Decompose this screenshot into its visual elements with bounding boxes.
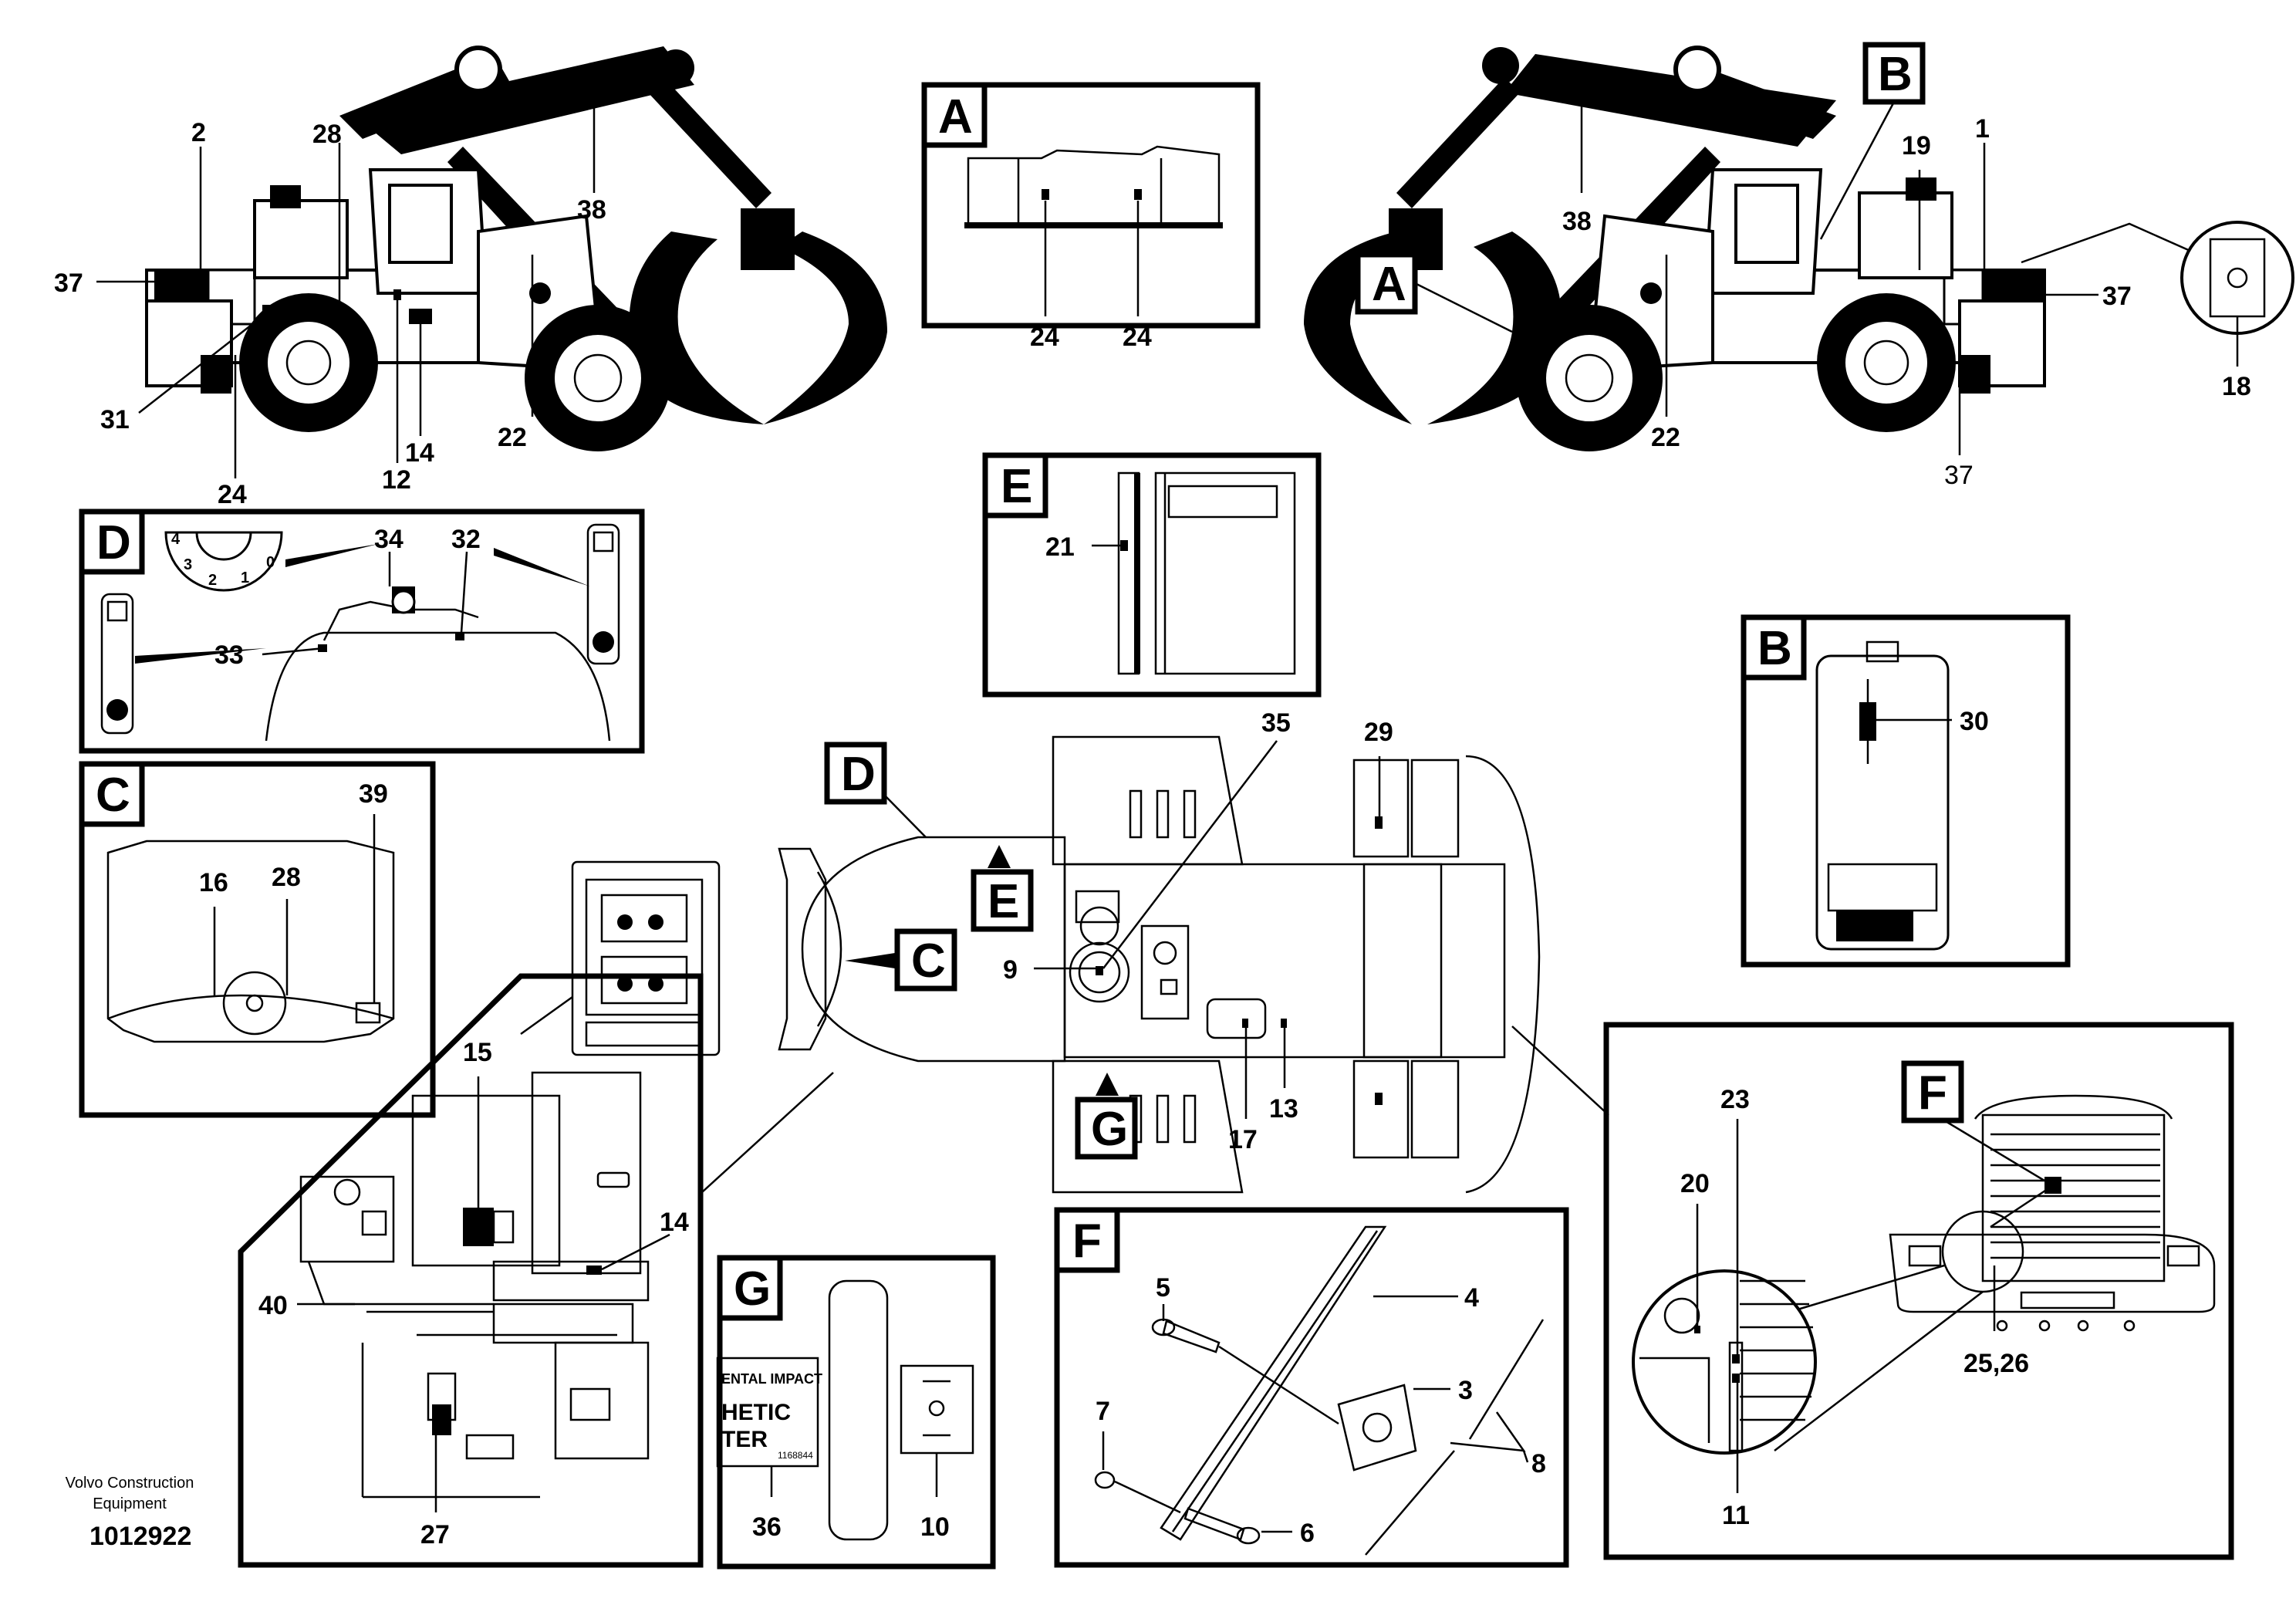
detail-b-marker: B [1878, 48, 1913, 101]
cab-step-detail-panel: 15 14 40 27 [238, 973, 704, 1568]
callout-6: 6 [1300, 1519, 1315, 1548]
callout-37-plain: 37 [1944, 461, 1974, 490]
cab-decal-thumbnail [571, 860, 721, 1056]
callout-31: 31 [100, 405, 130, 434]
callout-36: 36 [752, 1512, 782, 1542]
callout-9: 9 [1003, 955, 1018, 985]
callout-33: 33 [214, 640, 244, 670]
company-name-line-1: Volvo Construction [66, 1475, 194, 1492]
right-machine-callouts: 38 19 1 37 22 37 B A 18 [1355, 42, 2294, 490]
callout-25-26: 25,26 [1963, 1349, 2029, 1378]
callout-32: 32 [451, 525, 481, 554]
callout-29: 29 [1364, 718, 1393, 747]
callout-20: 20 [1680, 1169, 1710, 1198]
callout-12: 12 [382, 465, 411, 495]
detail-g-letter: G [734, 1262, 771, 1316]
callout-35: 35 [1261, 708, 1291, 738]
callout-24: 24 [1030, 323, 1059, 352]
callout-38: 38 [1562, 207, 1592, 236]
callout-24: 24 [1123, 323, 1152, 352]
detail-b-letter: B [1757, 622, 1792, 675]
left-machine-callouts: 2 28 38 37 31 24 12 14 22 [54, 77, 606, 509]
detail-a-letter: A [938, 90, 973, 144]
callout-23: 23 [1720, 1085, 1750, 1114]
document-number: 1012922 [89, 1522, 191, 1551]
callout-24: 24 [218, 480, 247, 509]
callout-1: 1 [1975, 114, 1990, 144]
callout-14: 14 [405, 438, 434, 468]
callout-38: 38 [577, 195, 606, 225]
callout-28: 28 [312, 120, 342, 149]
detail-f-letter: F [1072, 1215, 1102, 1268]
detail-f-panel: F 5 4 3 7 6 8 [1054, 1207, 1569, 1568]
detail-d-marker: D [841, 748, 876, 801]
detail-c-panel: C 16 28 39 [79, 761, 436, 1118]
callout-11: 11 [1722, 1501, 1750, 1530]
callout-22: 22 [1651, 423, 1680, 452]
callout-3: 3 [1458, 1376, 1473, 1405]
detail-g-marker: G [1091, 1103, 1128, 1156]
detail-e-panel: E 21 [982, 452, 1322, 698]
callout-19: 19 [1902, 131, 1931, 161]
callout-17: 17 [1228, 1125, 1258, 1154]
dial-label-0: 0 [266, 554, 275, 571]
decal-part-number: 1168844 [778, 1450, 813, 1461]
decal-text-line-2: HETIC [721, 1400, 791, 1425]
detail-f-marker: F [1918, 1066, 1947, 1120]
callout-14: 14 [660, 1208, 689, 1237]
detail-b-panel: B 30 [1741, 614, 2071, 968]
dial-label-1: 1 [241, 569, 249, 586]
detail-a-marker: A [1372, 258, 1406, 311]
detail-c-marker: C [911, 934, 946, 988]
callout-30: 30 [1960, 707, 1989, 736]
callout-18: 18 [2222, 372, 2251, 401]
detail-g-panel: G ENTAL IMPACT HETIC TER 1168844 36 10 [716, 1255, 996, 1570]
callout-10: 10 [920, 1512, 950, 1542]
callout-39: 39 [359, 779, 388, 809]
detail-d-letter: D [96, 516, 131, 569]
callout-21: 21 [1045, 532, 1075, 562]
callout-15: 15 [463, 1038, 492, 1067]
dial-label-3: 3 [184, 556, 192, 573]
callout-5: 5 [1156, 1273, 1170, 1303]
rear-detail-panel: F 23 20 11 25,26 [1603, 1022, 2234, 1560]
callout-40: 40 [258, 1291, 288, 1320]
machine-right-side-view [1304, 46, 2046, 451]
callout-4: 4 [1464, 1283, 1479, 1313]
dial-label-2: 2 [208, 572, 217, 589]
callout-8: 8 [1531, 1449, 1546, 1478]
detail-c-letter: C [96, 769, 130, 822]
company-name-line-2: Equipment [93, 1495, 167, 1512]
machine-left-side-view [145, 46, 887, 451]
callout-37: 37 [2102, 282, 2132, 311]
callout-7: 7 [1096, 1397, 1110, 1426]
dial-label-4: 4 [171, 531, 181, 548]
callout-28: 28 [272, 863, 301, 892]
callout-13: 13 [1269, 1094, 1298, 1124]
detail-e-marker: E [988, 875, 1019, 928]
detail-e-letter: E [1001, 460, 1032, 513]
callout-16: 16 [199, 868, 228, 897]
callout-37: 37 [54, 269, 83, 298]
decal-text-line-3: TER [721, 1427, 768, 1452]
detail-a-panel: A 24 24 [921, 82, 1261, 352]
detail-d-panel: D 4 3 2 1 0 34 32 33 [79, 509, 645, 754]
machine-top-view: 29 35 9 17 13 D E C G [701, 708, 1609, 1194]
footer: Volvo Construction Equipment 1012922 [66, 1475, 194, 1551]
callout-2: 2 [191, 118, 206, 147]
callout-34: 34 [374, 525, 403, 554]
decal-text-line-1: ENTAL IMPACT [721, 1371, 822, 1387]
callout-22: 22 [498, 423, 527, 452]
callout-27: 27 [420, 1520, 450, 1549]
